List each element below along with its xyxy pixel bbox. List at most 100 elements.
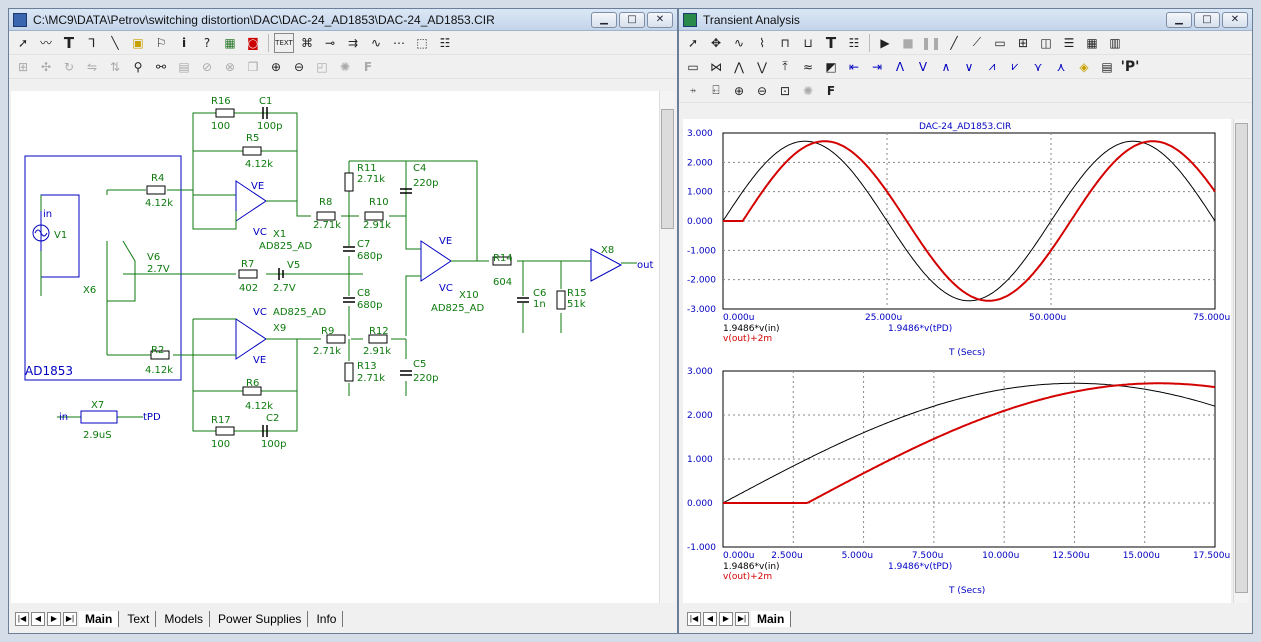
curve-icon[interactable]: ∿ xyxy=(733,35,745,50)
close-button[interactable]: ✕ xyxy=(1222,11,1248,28)
curve3-icon[interactable]: ⊓ xyxy=(780,35,790,50)
stop-icon[interactable]: ■ xyxy=(902,35,914,50)
tab-power-supplies[interactable]: Power Supplies xyxy=(212,611,309,627)
text-icon[interactable]: T xyxy=(63,33,75,52)
zoom-out-icon[interactable]: ⊖ xyxy=(756,83,768,98)
plot-vscroll[interactable] xyxy=(1233,119,1249,603)
clear-icon[interactable]: ⊗ xyxy=(224,59,236,74)
r16-symbol[interactable] xyxy=(215,108,235,118)
node-numbers-icon[interactable]: ⌘ xyxy=(301,35,313,50)
diag-line-icon[interactable]: ⟋ xyxy=(972,35,982,49)
r8-symbol[interactable] xyxy=(316,211,336,221)
zoom-fit-icon[interactable]: ⊡ xyxy=(779,83,791,98)
wave4-icon[interactable]: ⩗ xyxy=(1011,59,1019,73)
transient-titlebar[interactable]: Transient Analysis ▁ □ ✕ xyxy=(679,9,1252,31)
grid-icon[interactable]: ⋯ xyxy=(393,35,405,50)
wire-icon[interactable]: 〰 xyxy=(39,36,52,50)
last-page-icon[interactable]: ▶| xyxy=(735,612,749,626)
zoom-out-icon[interactable]: ⊖ xyxy=(293,59,305,74)
wave6-icon[interactable]: ⋏ xyxy=(1056,59,1066,74)
r15-symbol[interactable] xyxy=(556,290,566,310)
move-icon[interactable]: ✣ xyxy=(40,59,52,74)
window-icon[interactable]: ▭ xyxy=(994,35,1006,50)
valley-wave-icon[interactable]: V xyxy=(918,59,928,74)
grid-icon[interactable]: ⊞ xyxy=(1017,35,1029,50)
font-icon[interactable]: F xyxy=(363,59,373,74)
select-icon[interactable]: ✥ xyxy=(710,35,722,50)
schematic-titlebar[interactable]: C:\MC9\DATA\Petrov\switching distortion\… xyxy=(9,9,677,31)
curve2-icon[interactable]: ⌇ xyxy=(759,35,765,50)
probe-icon[interactable]: ◙ xyxy=(247,35,259,50)
r11-symbol[interactable] xyxy=(344,172,354,192)
r10-symbol[interactable] xyxy=(364,211,384,221)
cursor-left-icon[interactable]: ⇤ xyxy=(848,59,860,74)
r2-symbol[interactable] xyxy=(150,350,170,360)
r9-symbol[interactable] xyxy=(326,334,346,344)
wave5-icon[interactable]: ⋎ xyxy=(1033,59,1043,74)
component-icon[interactable]: ▣ xyxy=(132,35,144,50)
label-icon[interactable]: ◈ xyxy=(1079,59,1089,74)
properties-icon[interactable]: ☷ xyxy=(848,35,860,50)
r4-symbol[interactable] xyxy=(146,185,166,195)
first-page-icon[interactable]: |◀ xyxy=(687,612,701,626)
tab-main[interactable]: Main xyxy=(79,611,120,627)
tab-text[interactable]: Text xyxy=(121,611,157,627)
last-page-icon[interactable]: ▶| xyxy=(63,612,77,626)
tab-main[interactable]: Main xyxy=(751,611,792,627)
cursor-icon[interactable]: ⬚ xyxy=(416,35,428,50)
arrow-icon[interactable]: ➚ xyxy=(17,35,29,50)
p-icon[interactable]: 'P' xyxy=(1120,58,1140,75)
duplicate-icon[interactable]: ❐ xyxy=(247,59,259,74)
schematic-vscroll-thumb[interactable] xyxy=(661,109,674,229)
next-page-icon[interactable]: ▶ xyxy=(719,612,733,626)
prev-page-icon[interactable]: ◀ xyxy=(31,612,45,626)
valley-icon[interactable]: ⋁ xyxy=(757,59,767,74)
text-icon[interactable]: T xyxy=(825,33,837,52)
peak-wave-icon[interactable]: Λ xyxy=(895,59,905,74)
r7-symbol[interactable] xyxy=(238,269,258,279)
minimize-button[interactable]: ▁ xyxy=(591,11,617,28)
tab-models[interactable]: Models xyxy=(158,611,211,627)
pause-icon[interactable]: ❚❚ xyxy=(920,35,942,50)
r14-symbol[interactable] xyxy=(492,256,512,266)
ad1853-block[interactable] xyxy=(24,155,182,381)
wire-ortho-icon[interactable]: ⅂ xyxy=(88,35,96,50)
scope-icon[interactable]: ⋈ xyxy=(710,59,722,74)
select-icon[interactable]: ⊞ xyxy=(17,59,29,74)
line-icon[interactable]: ╲ xyxy=(111,35,119,50)
r6-symbol[interactable] xyxy=(242,386,262,396)
camera-icon[interactable]: ◰ xyxy=(316,59,328,74)
step-icon[interactable]: ✺ xyxy=(802,83,814,98)
bars-icon[interactable]: ☰ xyxy=(1063,35,1075,50)
graph-icon[interactable]: ▦ xyxy=(224,35,236,50)
maximize-button[interactable]: □ xyxy=(619,11,645,28)
r12-symbol[interactable] xyxy=(368,334,388,344)
split-icon[interactable]: ◫ xyxy=(1040,35,1052,50)
bus-icon[interactable]: ⇉ xyxy=(347,35,359,50)
font-icon[interactable]: F xyxy=(826,83,836,98)
step-icon[interactable]: ✺ xyxy=(339,59,351,74)
maximize-button[interactable]: □ xyxy=(1194,11,1220,28)
flip-x-icon[interactable]: ⇋ xyxy=(86,59,98,74)
pin-icon[interactable]: ⊸ xyxy=(324,35,336,50)
page-icon[interactable]: ▤ xyxy=(178,59,190,74)
find-icon[interactable]: ⚲ xyxy=(133,59,143,74)
plot-vscroll-thumb[interactable] xyxy=(1235,123,1248,593)
tab-info[interactable]: Info xyxy=(310,611,344,627)
arrow-icon[interactable]: ➚ xyxy=(687,35,699,50)
help-question-icon[interactable]: ? xyxy=(203,35,211,50)
next-page-icon[interactable]: ▶ xyxy=(47,612,61,626)
scale-y-icon[interactable]: ⍇ xyxy=(712,83,720,97)
flip-y-icon[interactable]: ⇅ xyxy=(109,59,121,74)
wave-icon[interactable]: ∿ xyxy=(370,35,382,50)
v1-source-symbol[interactable] xyxy=(32,224,50,242)
minimize-button[interactable]: ▁ xyxy=(1166,11,1192,28)
flag-icon[interactable]: ⚐ xyxy=(155,35,167,50)
stop-icon[interactable]: ⊘ xyxy=(201,59,213,74)
zoom-in-icon[interactable]: ⊕ xyxy=(733,83,745,98)
cursor-right-icon[interactable]: ⇥ xyxy=(871,59,883,74)
schematic-canvas[interactable]: R16 C1 100 100p R5 4.12k R4 4.12k R11 2.… xyxy=(11,91,659,603)
r5-symbol[interactable] xyxy=(242,146,262,156)
panel-icon[interactable]: ▭ xyxy=(687,59,699,74)
